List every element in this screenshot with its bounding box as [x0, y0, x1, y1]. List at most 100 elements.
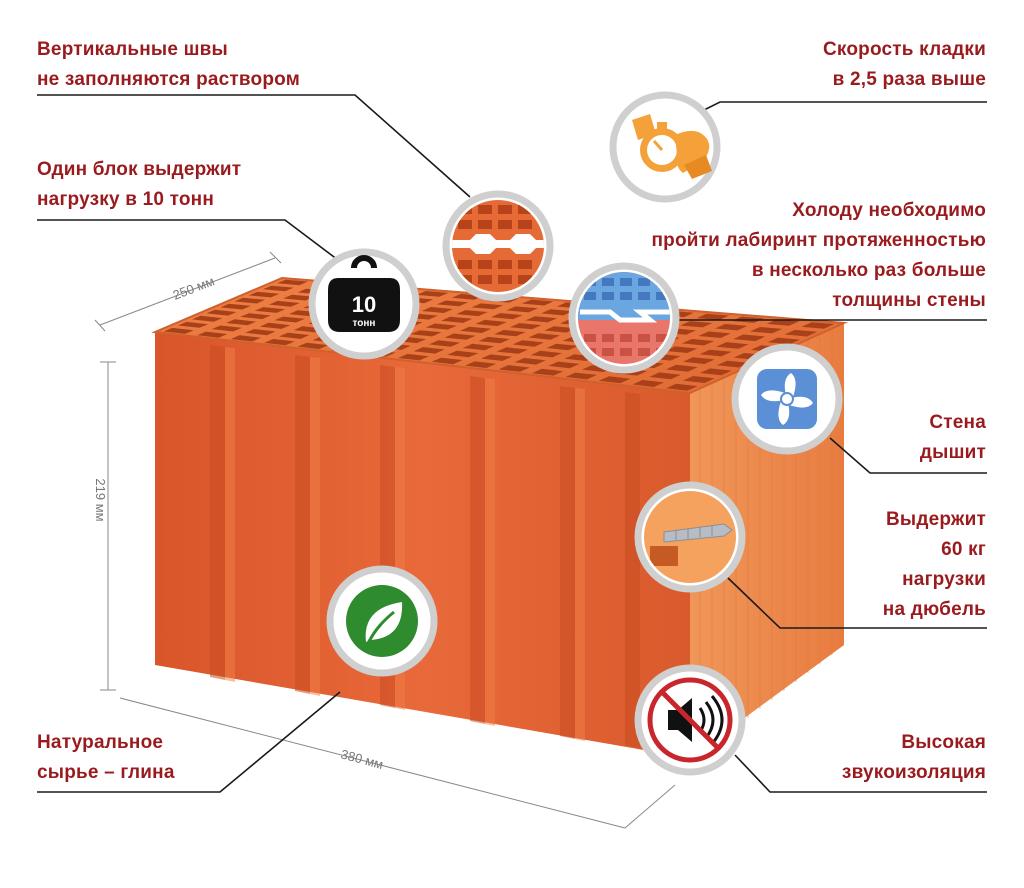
brick-hole [398, 353, 429, 361]
brick-hole [274, 316, 305, 323]
brick-hole [532, 368, 564, 376]
brick-hole [749, 327, 783, 334]
brick-hole [197, 331, 228, 338]
brick-hole [548, 361, 580, 369]
dimension-length: 380 мм [339, 746, 385, 772]
brick-hole [254, 307, 286, 313]
leaf-icon [346, 585, 418, 657]
brick-hole [544, 326, 576, 333]
brick-hole [226, 319, 257, 326]
brick-hole [259, 322, 291, 329]
brick-hole [528, 333, 560, 340]
brick-hole [163, 327, 194, 334]
brick-hole [699, 368, 732, 376]
brick-hole [565, 372, 597, 380]
brick-hole [234, 297, 266, 304]
brick-hole [192, 315, 223, 322]
no-sound-icon [647, 677, 733, 763]
brick-hole [649, 372, 681, 380]
brick-hole [801, 322, 835, 329]
brick-hole [436, 300, 469, 307]
weight-value: 10 [352, 292, 376, 317]
brick-hole [767, 337, 801, 345]
brick-hole [681, 339, 714, 346]
stopwatch-badge [609, 91, 721, 203]
fan-icon [757, 369, 817, 429]
dimension-width: 250 мм [171, 273, 217, 302]
brick-hole [456, 310, 488, 317]
brick-hole [413, 347, 445, 354]
brick-hole [521, 299, 554, 306]
labyrinth-badge [568, 262, 680, 374]
brick-hole [665, 346, 698, 353]
brick-hole [716, 360, 749, 368]
brick-hole [599, 376, 631, 384]
weight-badge: 10 тонн [308, 248, 420, 360]
brick-hole [277, 279, 308, 286]
brick-hole [784, 329, 818, 337]
leaf-badge [326, 565, 438, 677]
brick-hole [541, 309, 573, 316]
brick-hole [698, 331, 731, 338]
brick-hole [498, 365, 530, 372]
brick-hole [460, 326, 492, 333]
brick-hole [220, 303, 251, 310]
brick-hole [230, 335, 261, 342]
brick-hole [462, 343, 495, 351]
brick-hole [546, 343, 579, 351]
brick-hole [206, 309, 237, 316]
brick-hole [465, 361, 497, 368]
brick-hole [429, 340, 461, 347]
brick-hole [715, 324, 748, 331]
brick-hole [269, 300, 300, 307]
vertical-joint-icon [452, 200, 544, 292]
brick-hole [211, 325, 242, 332]
brick-hole [509, 323, 542, 330]
brick-hole [680, 321, 713, 328]
brick-hole [506, 306, 538, 313]
brick-hole [632, 380, 665, 387]
brick-hole [245, 329, 276, 336]
brick-hole [478, 336, 510, 344]
callout-lines [37, 94, 987, 793]
stopwatch-icon [632, 114, 712, 179]
brick-hole [766, 319, 800, 326]
brick-hole [699, 349, 732, 357]
dowel-icon [644, 491, 736, 583]
brick-hole [696, 313, 729, 320]
brick-hole [496, 347, 528, 354]
brick-hole [441, 316, 473, 323]
brick-hole [178, 321, 209, 328]
brick-hole [716, 342, 749, 349]
brick-hole [410, 330, 442, 337]
brick-hole [682, 376, 715, 383]
brick-hole [666, 364, 698, 372]
brick-hole [525, 316, 558, 323]
dimension-lines [94, 251, 676, 829]
brick-hole [248, 291, 280, 298]
brick [151, 276, 848, 758]
brick-hole [240, 313, 271, 320]
brick-hole [264, 339, 295, 346]
brick-hole [514, 358, 546, 365]
brick-hole [421, 307, 453, 313]
brick-hole [416, 291, 449, 297]
brick-hole [733, 334, 766, 342]
brick-hole [283, 294, 315, 301]
brick-hole [666, 383, 698, 391]
brick-hole [682, 357, 715, 364]
dowel-badge [634, 481, 746, 593]
brick-hole [425, 323, 457, 330]
brick-hole [262, 285, 294, 292]
brick-hole [494, 330, 526, 337]
brick-hole [297, 342, 329, 350]
